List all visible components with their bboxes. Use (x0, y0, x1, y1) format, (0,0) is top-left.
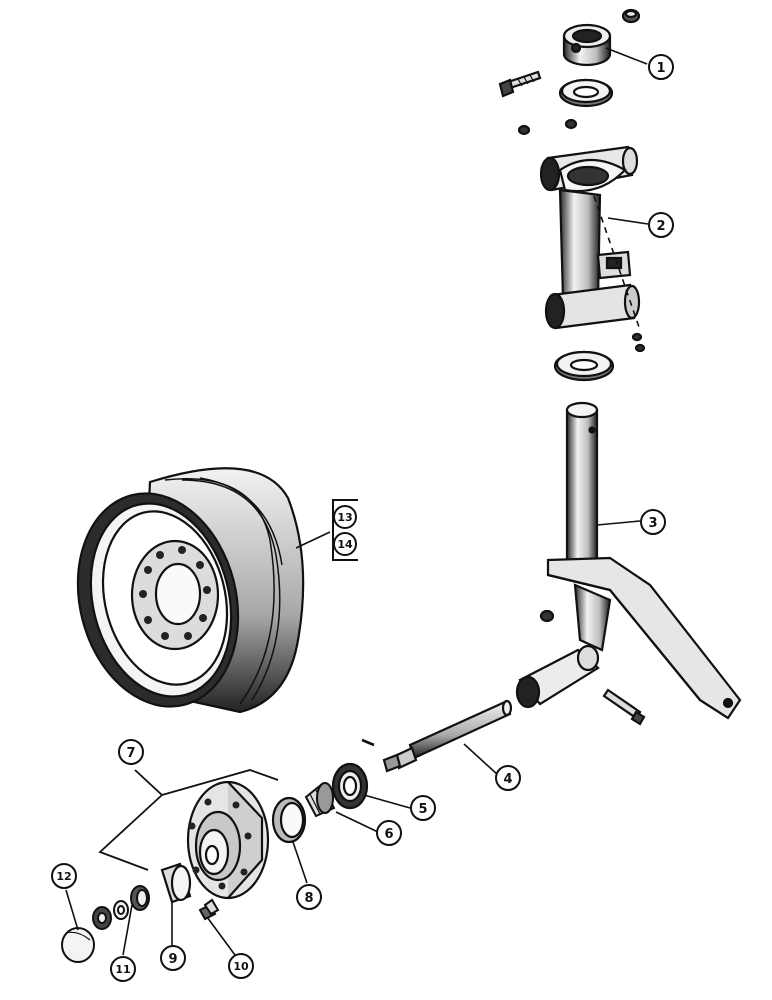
hub-assembly-bracket (98, 769, 279, 871)
callout-5: 5 (410, 795, 436, 821)
small-nut (621, 8, 641, 24)
castle-nut-and-washer (92, 885, 150, 930)
callout-label: 10 (233, 960, 249, 973)
wheel-leader (295, 531, 331, 549)
wheel-stud (198, 898, 220, 921)
callout-label: 4 (503, 772, 512, 787)
leader-lines (65, 47, 649, 956)
callout-6: 6 (376, 820, 402, 846)
bolt (498, 70, 542, 98)
callout-label: 12 (56, 870, 71, 883)
part-number-box (332, 499, 358, 561)
pivot-bracket (539, 145, 646, 353)
callout-2: 2 (648, 212, 674, 238)
thrust-washer (553, 350, 615, 382)
callout-3: 3 (640, 509, 666, 535)
wheel-rim (76, 467, 305, 714)
callout-label: 9 (168, 952, 177, 967)
callout-label: 6 (384, 827, 393, 842)
spindle-arm (515, 401, 742, 726)
callout-7: 7 (118, 739, 144, 765)
bearing-cup (271, 796, 307, 844)
callout-label: 11 (115, 963, 130, 976)
callout-9: 9 (160, 945, 186, 971)
grease-fittings (517, 118, 578, 136)
callout-11: 11 (110, 956, 136, 982)
callout-12: 12 (51, 863, 77, 889)
callout-14: 14 (333, 532, 357, 556)
callout-label: 2 (656, 219, 665, 234)
callout-1: 1 (648, 54, 674, 80)
inner-bearing-cup (160, 862, 192, 904)
washer (558, 78, 614, 108)
callout-13: 13 (333, 505, 357, 529)
callout-8: 8 (296, 884, 322, 910)
bearing-cone (304, 782, 336, 818)
collar (562, 23, 612, 67)
callout-label: 5 (418, 802, 427, 817)
dust-cap (61, 927, 95, 963)
callout-label: 7 (126, 746, 135, 761)
callout-4: 4 (495, 765, 521, 791)
callout-label: 1 (656, 61, 665, 76)
callout-10: 10 (228, 953, 254, 979)
callout-label: 13 (337, 511, 352, 524)
axle-shaft (361, 699, 513, 773)
seal (331, 762, 369, 810)
callout-label: 3 (648, 516, 657, 531)
callout-label: 14 (337, 538, 353, 551)
hub (186, 780, 270, 900)
collar-assembly (498, 8, 641, 136)
callout-label: 8 (304, 891, 313, 906)
